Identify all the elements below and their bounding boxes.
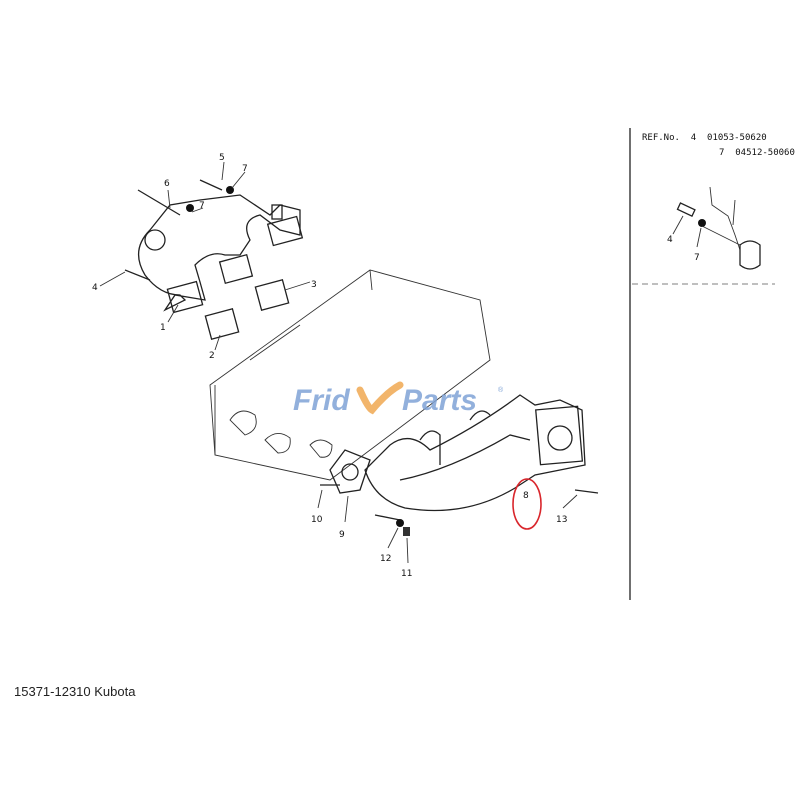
ref-number: 4 [690, 133, 697, 143]
callout-5: 5 [219, 153, 225, 163]
studs-nuts [317, 484, 599, 564]
cylinder-head [209, 269, 491, 481]
watermark-swoosh-icon [356, 381, 404, 415]
svg-text:Frid: Frid [293, 384, 350, 417]
part-number: 04512-50060 [735, 148, 795, 158]
detail-bolt-washer [672, 186, 761, 270]
callout-11: 11 [401, 569, 412, 579]
callout-2: 2 [209, 351, 215, 361]
highlight-circle-part-8 [512, 478, 542, 530]
callout-7-detail: 7 [694, 253, 700, 263]
reference-table: REF.No. 4 01053-50620 7 04512-50060 [642, 131, 795, 161]
callout-12: 12 [380, 554, 391, 564]
exhaust-manifold-part-8 [364, 394, 586, 512]
svg-text:®: ® [498, 386, 504, 394]
callout-1: 1 [160, 323, 166, 333]
callout-10: 10 [311, 515, 323, 525]
bolts-upper [99, 161, 311, 351]
callout-7b: 7 [199, 201, 205, 211]
part-caption: 15371-12310 Kubota [14, 684, 136, 699]
callout-9: 9 [339, 530, 345, 540]
callout-13: 13 [556, 515, 567, 525]
callout-8: 8 [523, 491, 529, 501]
gaskets-2-3 [204, 278, 290, 341]
watermark-logo: Frid Parts ® [293, 381, 504, 417]
callout-7a: 7 [242, 164, 248, 174]
callout-4: 4 [92, 283, 98, 293]
callout-4-detail: 4 [667, 235, 673, 245]
exhaust-manifold-part-1 [138, 194, 304, 314]
svg-text:Parts: Parts [402, 384, 477, 417]
ref-label: REF.No. [642, 133, 680, 143]
gasket-9 [329, 449, 371, 494]
part-number: 01053-50620 [707, 133, 767, 143]
ref-number: 7 [719, 148, 725, 158]
callout-6: 6 [164, 179, 170, 189]
callout-3: 3 [311, 280, 317, 290]
